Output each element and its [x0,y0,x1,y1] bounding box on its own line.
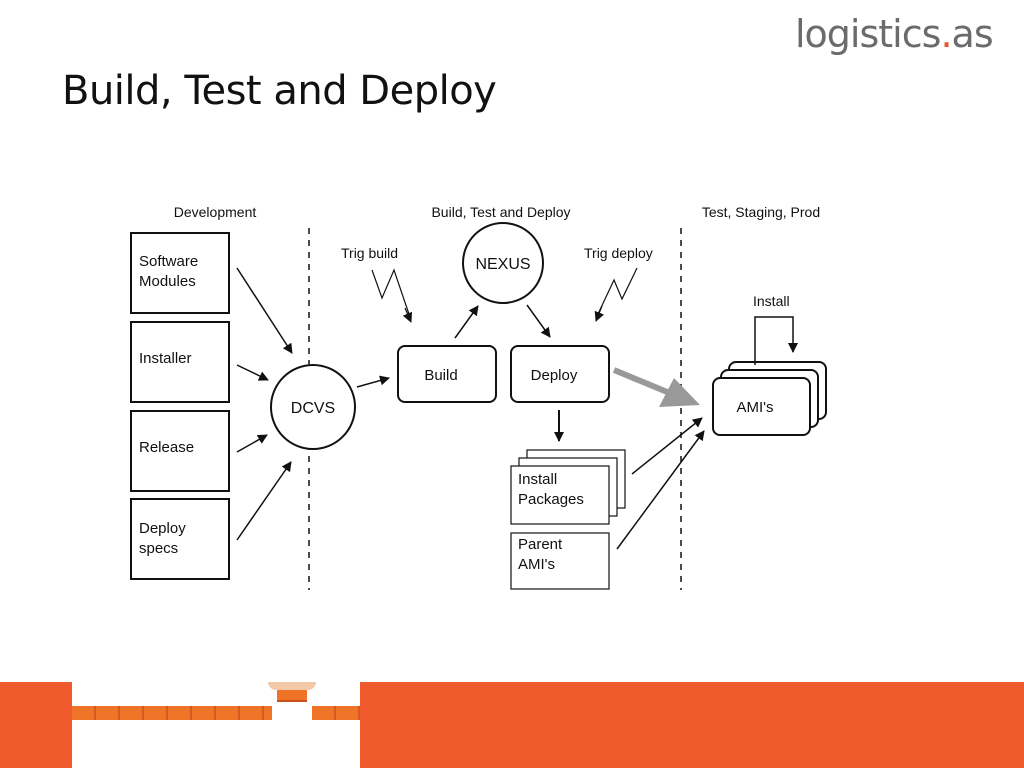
amis-node [712,377,811,436]
footer-brick-image [72,682,360,768]
brick-row [72,706,360,720]
brick-gap [272,704,312,722]
arrow-trig-deploy [594,305,604,322]
deploy-specs-box [130,498,230,580]
arrow-parent-to-amis [616,430,705,550]
amis-label: AMI's [736,399,773,416]
thick-arrowhead [659,378,700,407]
thick-arrow-deploy-to-amis [612,367,674,397]
install-loop-label: Install [753,293,790,309]
software-modules-label-2: Modules [139,273,196,290]
installer-box [130,321,230,403]
deploy-label: Deploy [531,367,578,384]
arrow-installer-to-dcvs [236,364,269,381]
trig-build-label: Trig build [341,245,398,261]
release-box [130,410,230,492]
parent-amis-box [510,532,610,590]
build-node [397,345,497,403]
company-logo: logistics.as [795,12,994,56]
trig-build-lightning [371,268,412,321]
arrow-software-to-dcvs [236,267,293,354]
deploy-node [510,345,610,403]
slide-title: Build, Test and Deploy [62,68,497,114]
install-packages-box [510,465,610,525]
hand-fingers [268,682,316,690]
arrow-release-to-dcvs [236,434,268,453]
logo-dot: . [940,12,952,56]
dcvs-label: DCVS [291,400,335,417]
nexus-node [462,222,544,304]
section-development: Development [174,204,257,220]
arrow-packages-to-amis [631,417,703,475]
software-modules-label-1: Software [139,253,198,270]
software-modules-box [130,232,230,314]
install-packages-label-1: Install [518,471,557,488]
nexus-label: NEXUS [475,256,530,273]
deploy-specs-label-1: Deploy [139,520,186,537]
trig-deploy-label: Trig deploy [584,245,653,261]
arrow-dcvs-to-build [356,375,390,388]
logo-main: logistics [795,12,941,56]
install-loop-line [754,316,798,365]
build-label: Build [424,367,457,384]
install-packages-label-2: Packages [518,491,584,508]
deploy-specs-label-2: specs [139,540,178,557]
logo-tld: as [951,12,994,56]
arrow-trig-build [402,307,413,323]
dcvs-node [270,364,356,450]
arrow-deployspecs-to-dcvs [236,461,292,541]
release-label: Release [139,439,194,456]
trig-deploy-lightning [597,267,638,315]
installer-label: Installer [139,350,192,367]
parent-amis-label-1: Parent [518,536,563,553]
build-test-deploy-diagram: Development Build, Test and Deploy Test,… [130,204,827,590]
parent-amis-label-2: AMI's [518,556,555,573]
section-build-test-deploy: Build, Test and Deploy [431,204,570,220]
arrow-build-to-nexus [454,305,479,339]
section-test-staging-prod: Test, Staging, Prod [702,204,820,220]
arrow-nexus-to-deploy [526,304,551,338]
